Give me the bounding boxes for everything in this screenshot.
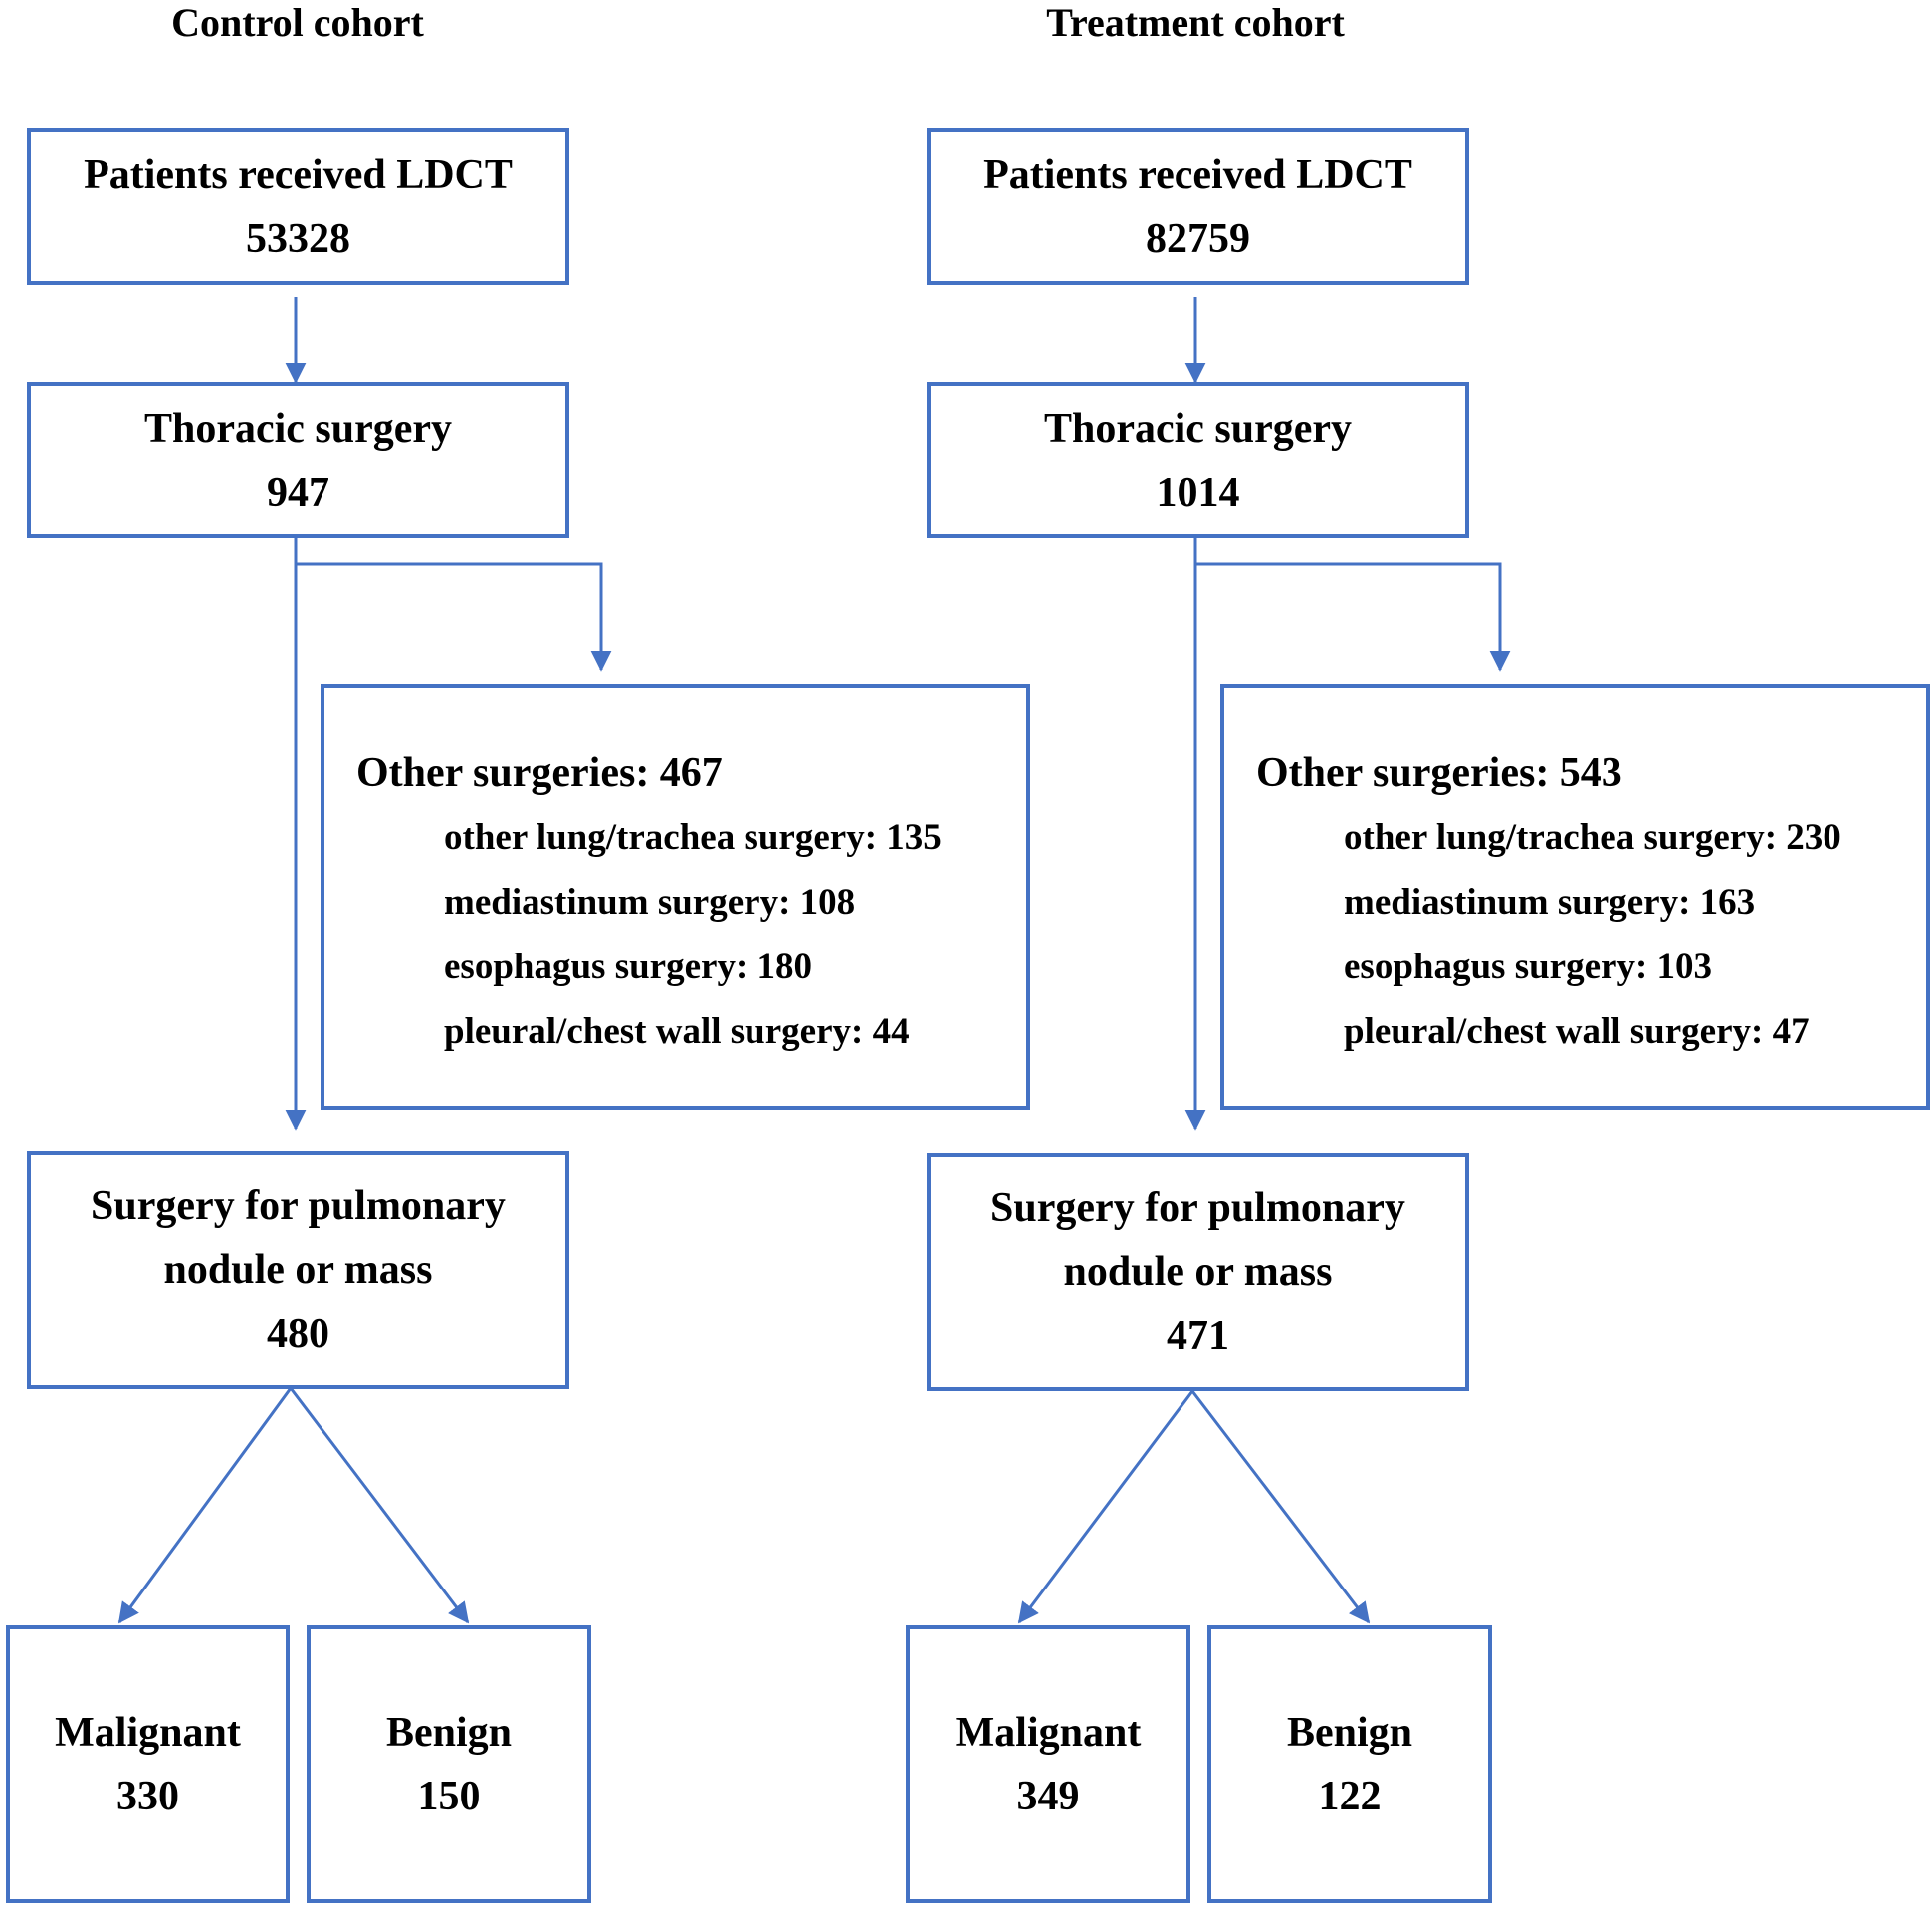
list-item: other lung/trachea surgery: 230 [1344, 817, 1841, 858]
treatment-ldct-label: Patients received LDCT [983, 151, 1412, 198]
arrow-control-pulmonary-to-benign [289, 1387, 470, 1624]
treatment-pulmonary-label-line2: nodule or mass [1063, 1249, 1333, 1295]
control-ldct-box: Patients received LDCT 53328 [27, 128, 569, 285]
treatment-pulmonary-box: Surgery for pulmonary nodule or mass 471 [927, 1153, 1469, 1391]
control-cohort-heading: Control cohort [171, 0, 424, 45]
treatment-ldct-box: Patients received LDCT 82759 [927, 128, 1469, 285]
treatment-other-surgeries-box: Other surgeries: 543 other lung/trachea … [1220, 684, 1930, 1110]
control-ldct-label: Patients received LDCT [84, 151, 513, 198]
control-other-surgeries-title: Other surgeries: 467 [356, 750, 723, 796]
list-item: pleural/chest wall surgery: 47 [1344, 1011, 1810, 1052]
list-item: esophagus surgery: 180 [444, 947, 813, 987]
arrow-treatment-pulmonary-to-benign [1190, 1390, 1371, 1624]
treatment-benign-count: 122 [1318, 1773, 1382, 1819]
treatment-ldct-count: 82759 [1146, 215, 1250, 262]
treatment-malignant-count: 349 [1016, 1773, 1080, 1819]
control-other-surgeries-box: Other surgeries: 467 other lung/trachea … [321, 684, 1030, 1110]
treatment-thoracic-box: Thoracic surgery 1014 [927, 382, 1469, 538]
arrow-treatment-pulmonary-to-malignant [1017, 1390, 1194, 1624]
list-item: mediastinum surgery: 108 [444, 882, 856, 923]
control-pulmonary-count: 480 [267, 1311, 329, 1357]
treatment-malignant-label: Malignant [955, 1709, 1142, 1756]
treatment-pulmonary-label-line1: Surgery for pulmonary [990, 1185, 1405, 1231]
arrow-control-pulmonary-to-malignant [117, 1387, 293, 1624]
control-thoracic-label: Thoracic surgery [143, 405, 453, 452]
control-malignant-box: Malignant 330 [6, 1625, 290, 1903]
treatment-other-surgeries-title: Other surgeries: 543 [1256, 750, 1622, 796]
treatment-cohort-heading: Treatment cohort [1046, 0, 1345, 45]
treatment-pulmonary-count: 471 [1167, 1313, 1229, 1359]
control-thoracic-count: 947 [267, 469, 329, 516]
control-malignant-count: 330 [116, 1773, 179, 1819]
treatment-thoracic-count: 1014 [1156, 469, 1240, 516]
treatment-thoracic-label: Thoracic surgery [1043, 405, 1353, 452]
treatment-benign-label: Benign [1286, 1709, 1413, 1756]
control-benign-count: 150 [417, 1773, 481, 1819]
control-thoracic-box: Thoracic surgery 947 [27, 382, 569, 538]
control-other-surgeries-list: other lung/trachea surgery: 135 mediasti… [444, 805, 942, 1064]
list-item: pleural/chest wall surgery: 44 [444, 1011, 910, 1052]
control-pulmonary-label-line2: nodule or mass [163, 1247, 433, 1293]
treatment-other-surgeries-list: other lung/trachea surgery: 230 mediasti… [1344, 805, 1841, 1064]
control-pulmonary-label-line1: Surgery for pulmonary [91, 1183, 506, 1229]
treatment-benign-box: Benign 122 [1207, 1625, 1492, 1903]
control-benign-label: Benign [385, 1709, 513, 1756]
control-benign-box: Benign 150 [307, 1625, 591, 1903]
arrow-control-thoracic-to-other [296, 562, 612, 672]
arrow-treatment-thoracic-to-other [1195, 562, 1511, 672]
treatment-malignant-box: Malignant 349 [906, 1625, 1190, 1903]
control-pulmonary-box: Surgery for pulmonary nodule or mass 480 [27, 1151, 569, 1389]
list-item: esophagus surgery: 103 [1344, 947, 1713, 987]
list-item: other lung/trachea surgery: 135 [444, 817, 942, 858]
list-item: mediastinum surgery: 163 [1344, 882, 1756, 923]
control-malignant-label: Malignant [55, 1709, 241, 1756]
control-ldct-count: 53328 [246, 215, 350, 262]
